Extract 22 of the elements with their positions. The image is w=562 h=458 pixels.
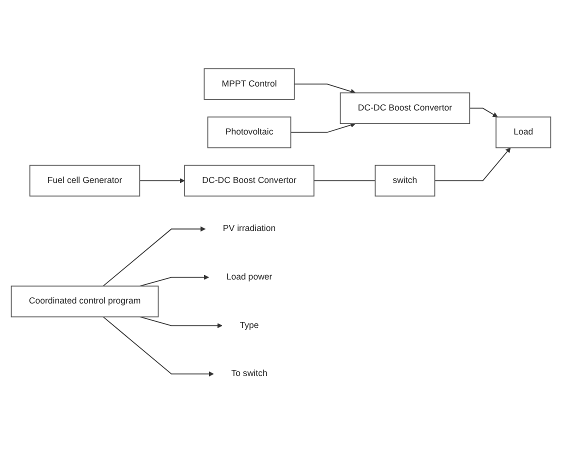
node-box: Coordinated control program [10,286,159,318]
node-text: To switch [231,368,268,378]
node-box: Photovoltaic [207,116,292,148]
arrow [469,108,498,118]
node-box: DC-DC Boost Convertor [184,164,314,196]
arrow [139,274,209,287]
arrow [434,148,511,182]
arrow [102,226,206,287]
node-box: Fuel cell Generator [29,164,140,196]
connector [314,180,376,182]
node-box: MPPT Control [204,68,295,100]
node-box: DC-DC Boost Convertor [340,92,470,124]
arrow [294,84,356,94]
node-box: switch [374,164,436,196]
node-text: PV irradiation [222,224,276,234]
arrow [102,316,214,377]
arrow [290,122,356,133]
node-box: Load [496,116,552,148]
arrow [139,178,185,184]
arrow [139,316,222,328]
node-text: Type [240,320,259,330]
node-text: Load power [226,272,272,282]
